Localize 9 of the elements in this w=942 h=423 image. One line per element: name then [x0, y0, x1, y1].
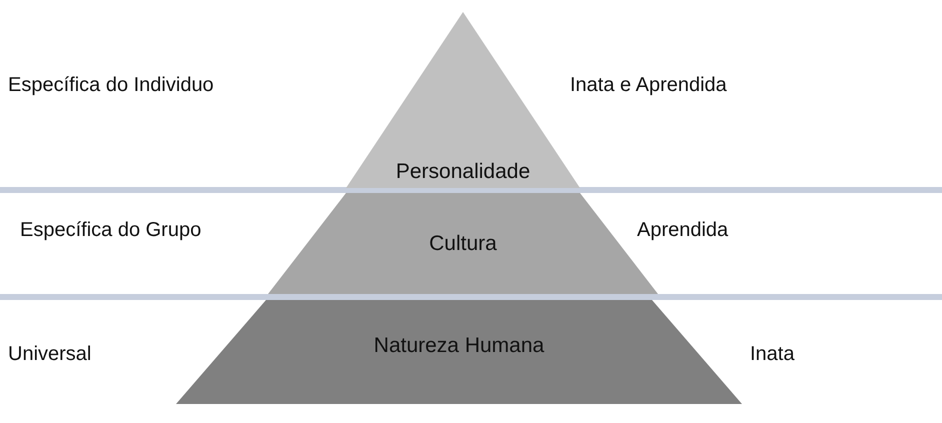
side-label: Universal [8, 343, 92, 366]
side-label: Aprendida [637, 219, 728, 242]
side-label: Específica do Grupo [20, 219, 202, 242]
layer-label: Personalidade [394, 160, 532, 184]
layer-label: Cultura [428, 232, 498, 256]
side-label: Específica do Individuo [8, 74, 214, 97]
side-label: Inata e Aprendida [570, 74, 727, 97]
layer-label: Natureza Humana [372, 334, 546, 358]
side-label: Inata [750, 343, 794, 366]
